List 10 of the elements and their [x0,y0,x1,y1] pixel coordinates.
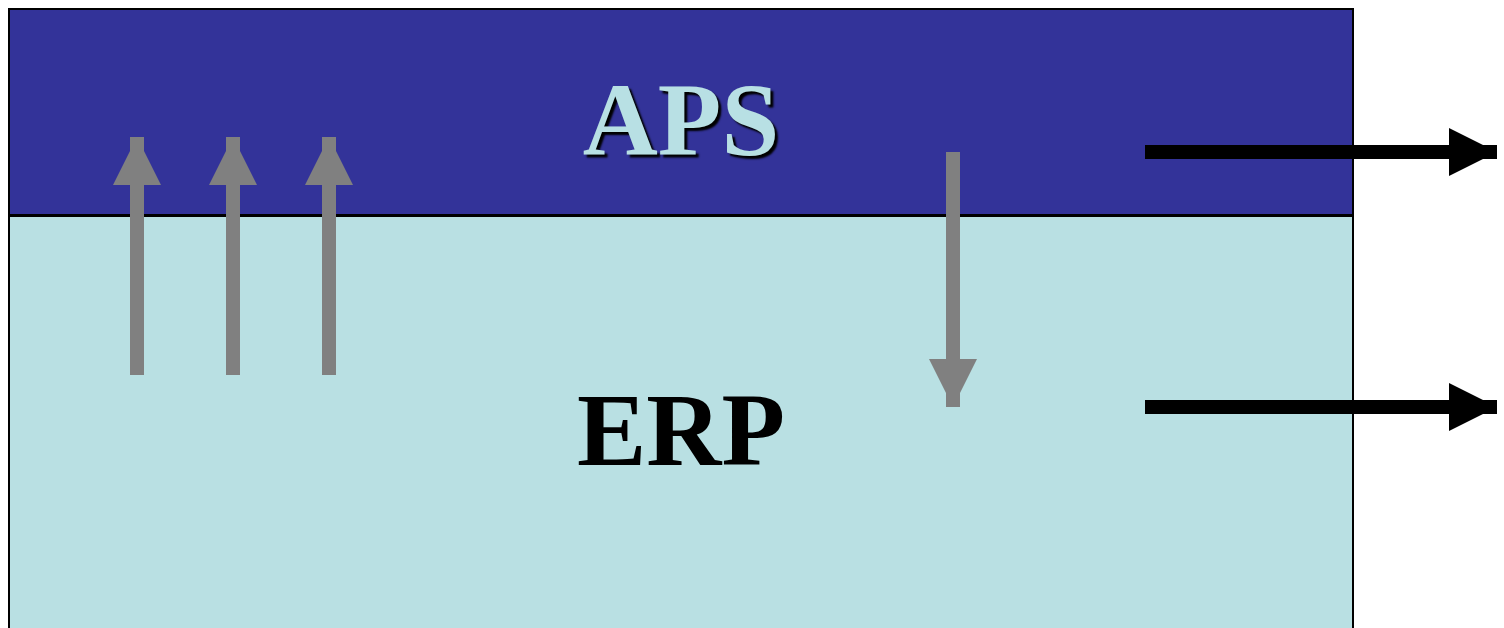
band-label: ERP [577,378,785,482]
arrow [113,137,161,375]
arrow [929,152,977,407]
arrow [305,137,353,375]
arrow [1145,128,1497,176]
band-label: APS [582,68,780,172]
arrow [1145,383,1497,431]
band [8,215,1354,628]
arrow [209,137,257,375]
band [8,8,1354,216]
